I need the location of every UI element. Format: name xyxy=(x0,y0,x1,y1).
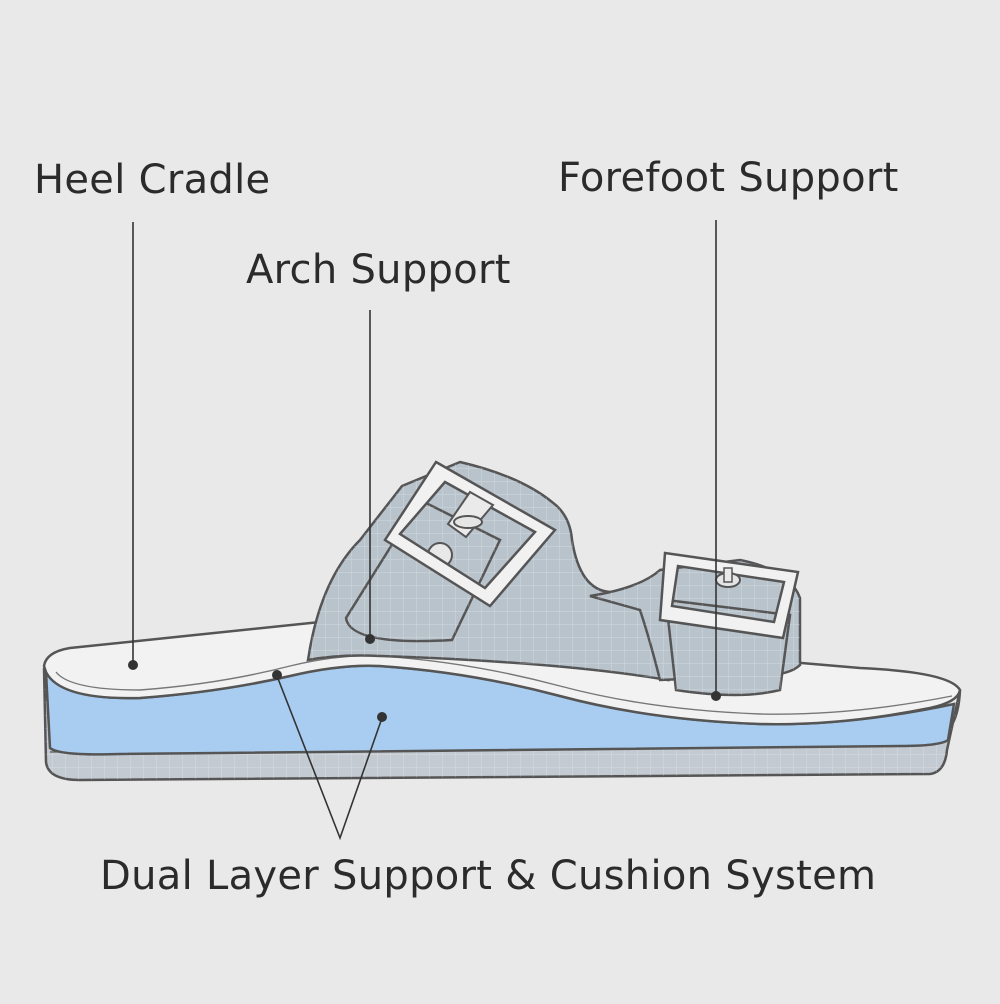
footbed-inner-edge xyxy=(55,655,953,715)
dot-heel-cradle xyxy=(128,660,138,670)
callout-dots xyxy=(128,634,721,722)
front-buckle xyxy=(658,551,800,640)
leader-dual-layer xyxy=(276,675,383,841)
dot-arch-support xyxy=(365,634,375,644)
label-dual-layer-system: Dual Layer Support & Cushion System xyxy=(100,853,877,899)
label-forefoot-support: Forefoot Support xyxy=(558,155,899,201)
label-arch-support: Arch Support xyxy=(246,247,511,293)
dot-footbed-layer xyxy=(272,670,282,680)
leader-lines xyxy=(132,220,717,841)
dot-cushion-layer xyxy=(377,712,387,722)
rear-strap-tongue-texture xyxy=(346,500,500,642)
rear-buckle xyxy=(383,460,557,608)
label-heel-cradle: Heel Cradle xyxy=(34,157,271,203)
rear-buckle-pin xyxy=(453,515,483,529)
dot-forefoot-support xyxy=(711,691,721,701)
front-buckle-prong xyxy=(723,567,733,583)
